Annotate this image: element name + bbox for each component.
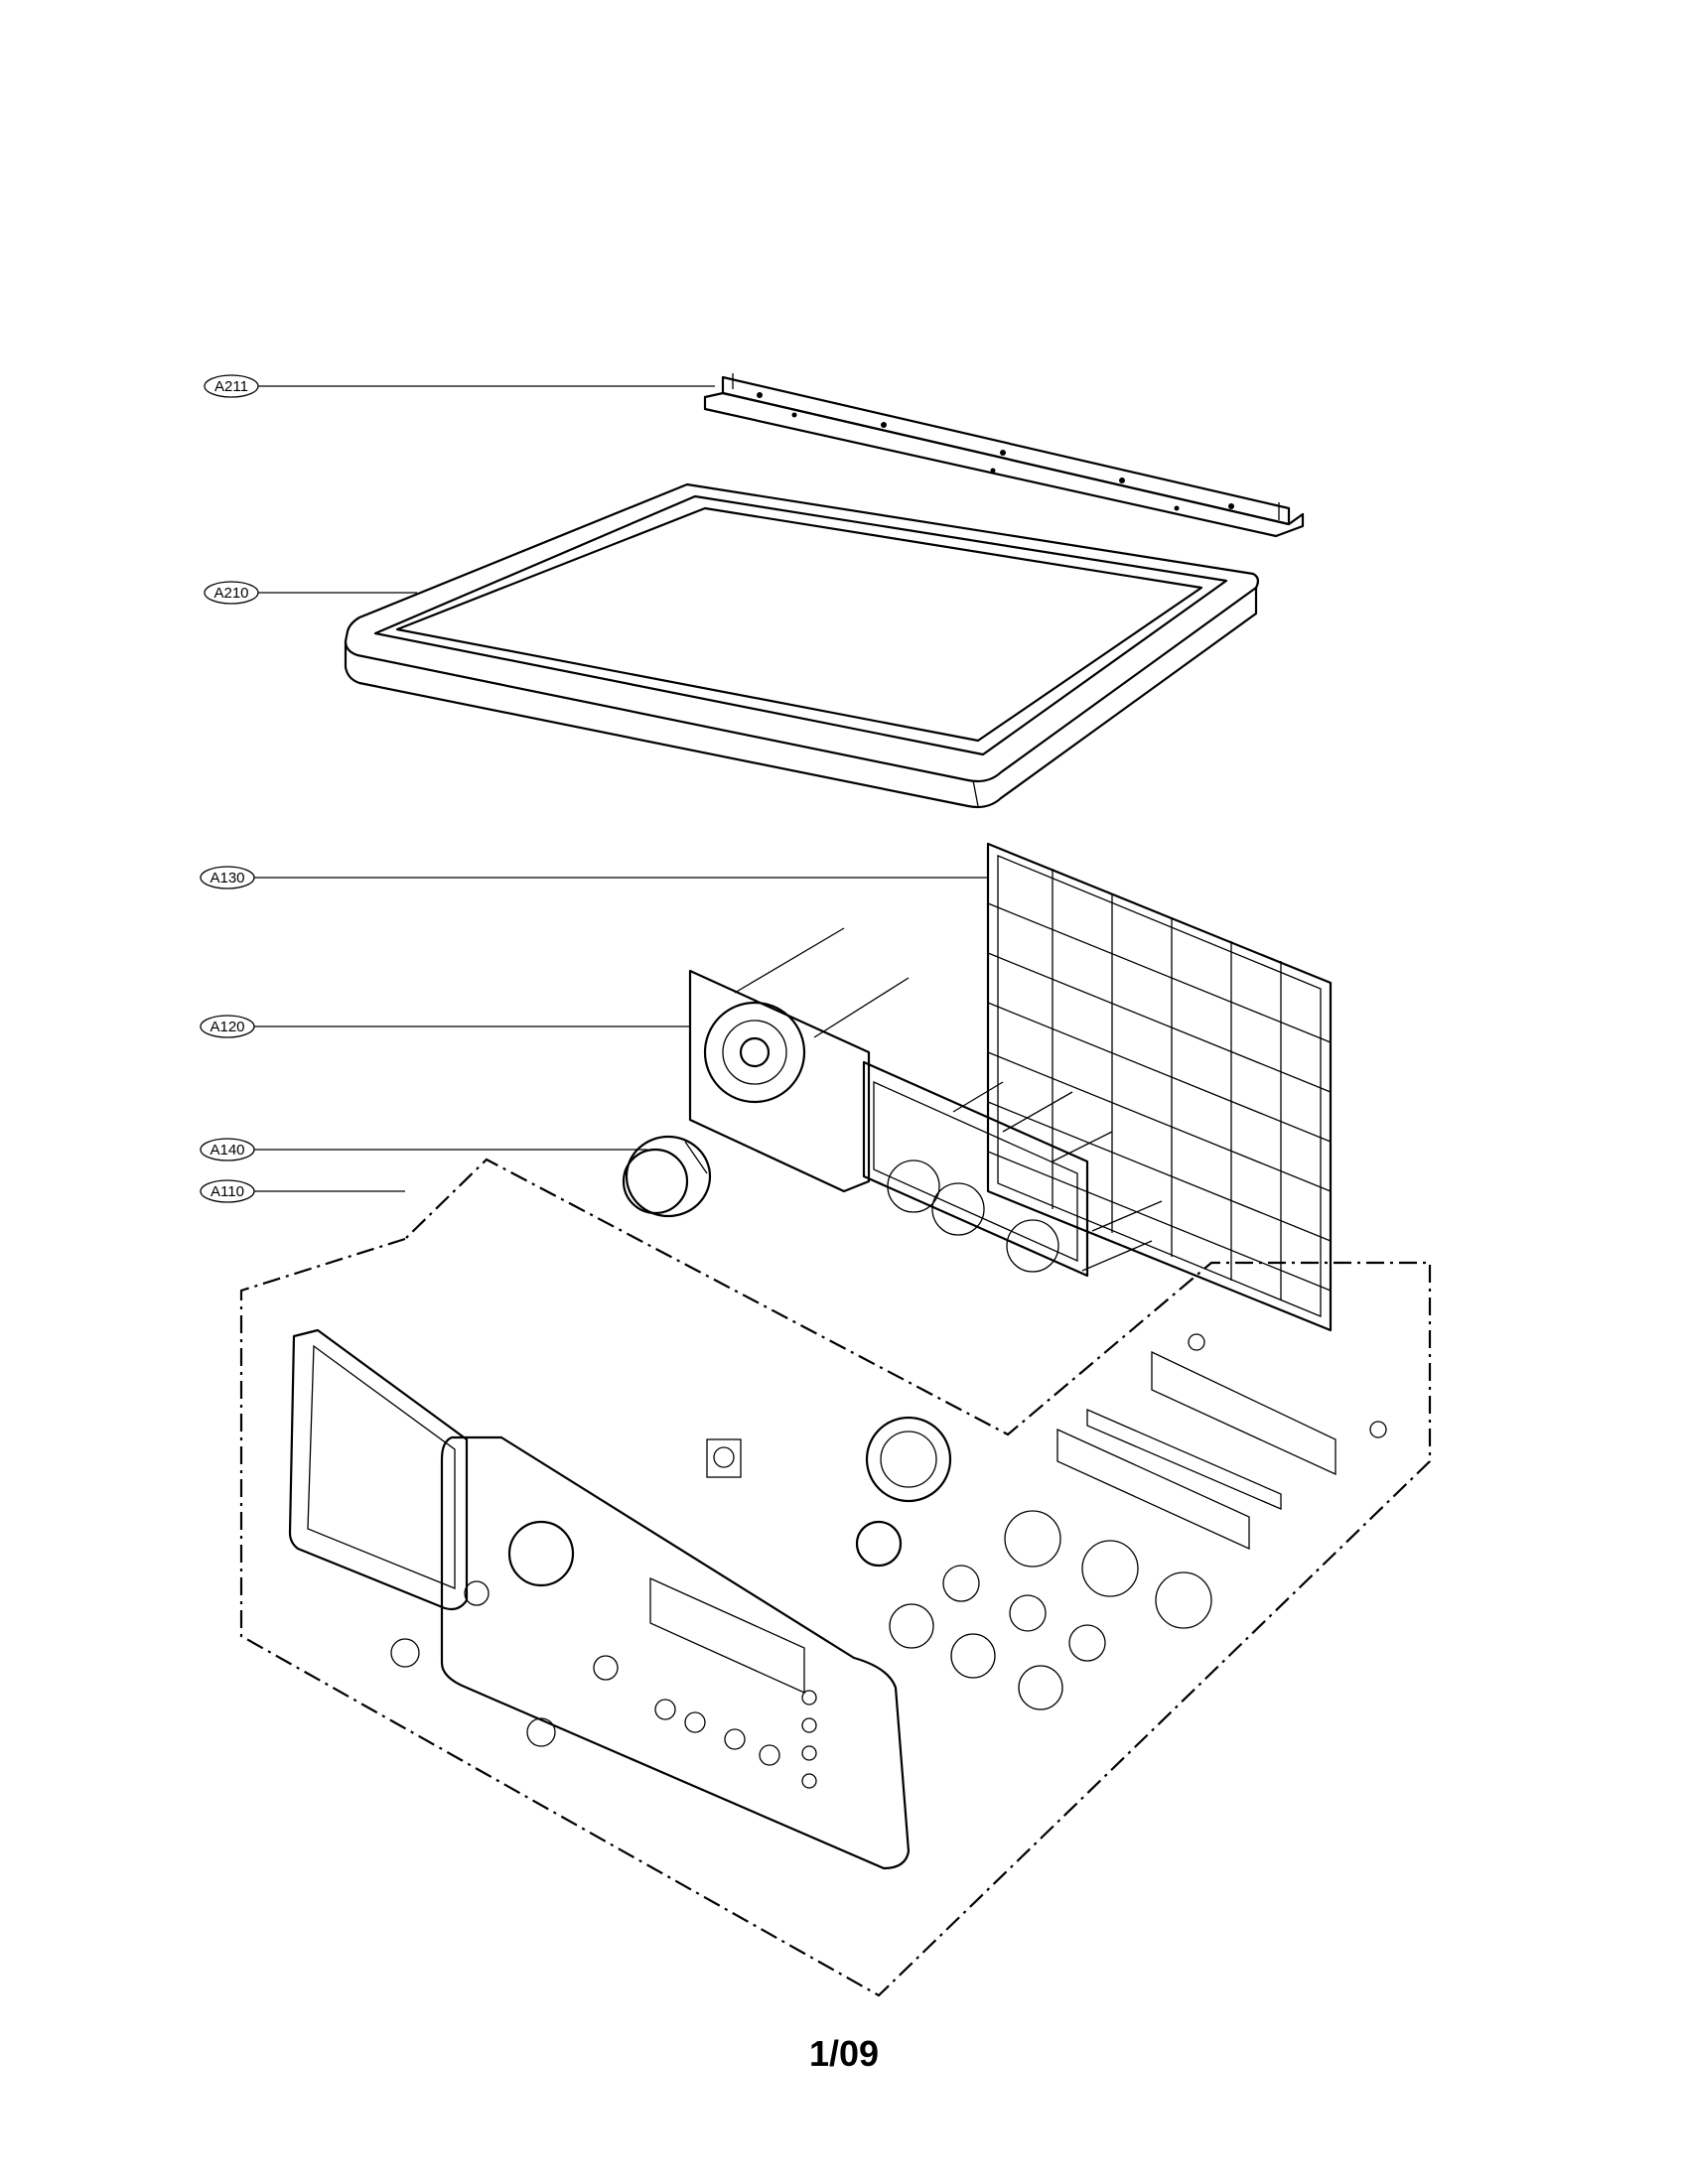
part-a210-top-plate [344, 482, 1260, 809]
callout-a210[interactable]: A210 [204, 581, 417, 605]
callout-a120-label: A120 [210, 1019, 244, 1035]
callout-a211[interactable]: A211 [204, 374, 715, 398]
callout-a140-label: A140 [210, 1142, 244, 1159]
part-a140-knob [622, 1135, 712, 1218]
callout-a110[interactable]: A110 [200, 1179, 405, 1203]
part-a130-grille-cover [986, 842, 1333, 1332]
part-a110-control-panel [239, 1158, 1432, 1997]
callout-a210-label: A210 [213, 585, 248, 602]
callout-a140[interactable]: A140 [200, 1138, 647, 1161]
callout-a211-label: A211 [214, 378, 248, 395]
part-a211-bracket [703, 373, 1305, 538]
callout-a120[interactable]: A120 [200, 1015, 690, 1038]
page-number: 1/09 [808, 2033, 880, 2074]
callout-a110-label: A110 [211, 1183, 244, 1200]
callout-a130[interactable]: A130 [200, 866, 988, 889]
callout-a130-label: A130 [210, 870, 244, 887]
part-a120-pcb-housing [688, 927, 1163, 1278]
